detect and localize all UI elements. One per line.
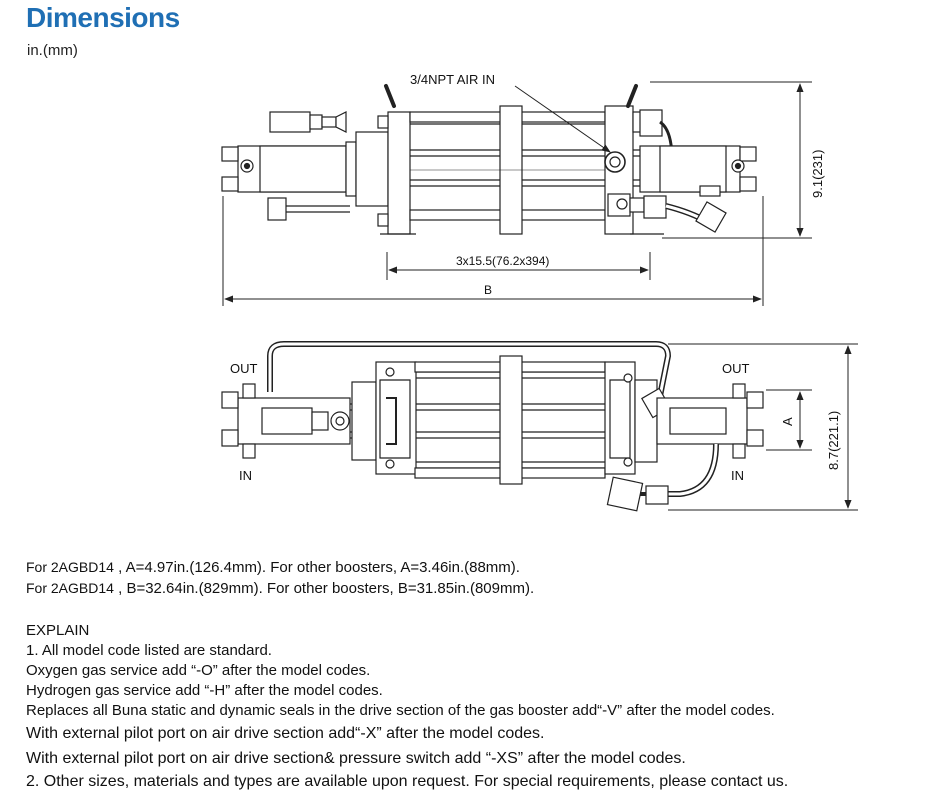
- side-view-dimensions: [668, 343, 858, 511]
- explain-item: Oxygen gas service add “-O” after the mo…: [26, 662, 371, 679]
- a-dim-label: A: [780, 417, 795, 426]
- height-bottom-label: 8.7(221.1): [826, 411, 841, 470]
- note-a-text: , A=4.97in.(126.4mm). For other boosters…: [113, 559, 520, 576]
- top-view-dimensions: [222, 81, 812, 306]
- note-b-dimension: For 2AGBD14 , B=32.64in.(829mm). For oth…: [26, 578, 936, 599]
- in-left-label: IN: [239, 468, 252, 483]
- page-title: Dimensions: [26, 2, 180, 33]
- out-left-label: OUT: [230, 361, 258, 376]
- note-a-dimension: For 2AGBD14 , A=4.97in.(126.4mm). For ot…: [26, 557, 936, 578]
- explain-item: Replaces all Buna static and dynamic sea…: [26, 702, 775, 719]
- explain-item: With external pilot port on air drive se…: [26, 750, 686, 767]
- side-view: [221, 341, 764, 512]
- b-dim-label: B: [484, 283, 492, 297]
- dimension-drawing: 3/4NPT AIR IN 9.1(231) 3x15.5(76.2x394) …: [221, 72, 858, 512]
- note-b-model: For 2AGBD14: [26, 580, 114, 596]
- explain-item: Hydrogen gas service add “-H” after the …: [26, 682, 383, 699]
- explain-item: 1. All model code listed are standard.: [26, 642, 272, 659]
- note-a-model: For 2AGBD14: [26, 559, 114, 575]
- explain-item: 2. Other sizes, materials and types are …: [26, 773, 789, 790]
- note-b-text: , B=32.64in.(829mm). For other boosters,…: [113, 580, 535, 597]
- out-right-label: OUT: [722, 361, 750, 376]
- in-right-label: IN: [731, 468, 744, 483]
- stroke-dim-label: 3x15.5(76.2x394): [456, 254, 549, 268]
- explain-item: With external pilot port on air drive se…: [26, 725, 545, 742]
- explain-heading: EXPLAIN: [26, 622, 90, 639]
- air-in-label: 3/4NPT AIR IN: [410, 72, 495, 87]
- notes-section: For 2AGBD14 , A=4.97in.(126.4mm). For ot…: [26, 557, 936, 793]
- height-top-label: 9.1(231): [810, 150, 825, 198]
- unit-label: in.(mm): [27, 42, 78, 59]
- top-view: [221, 84, 757, 235]
